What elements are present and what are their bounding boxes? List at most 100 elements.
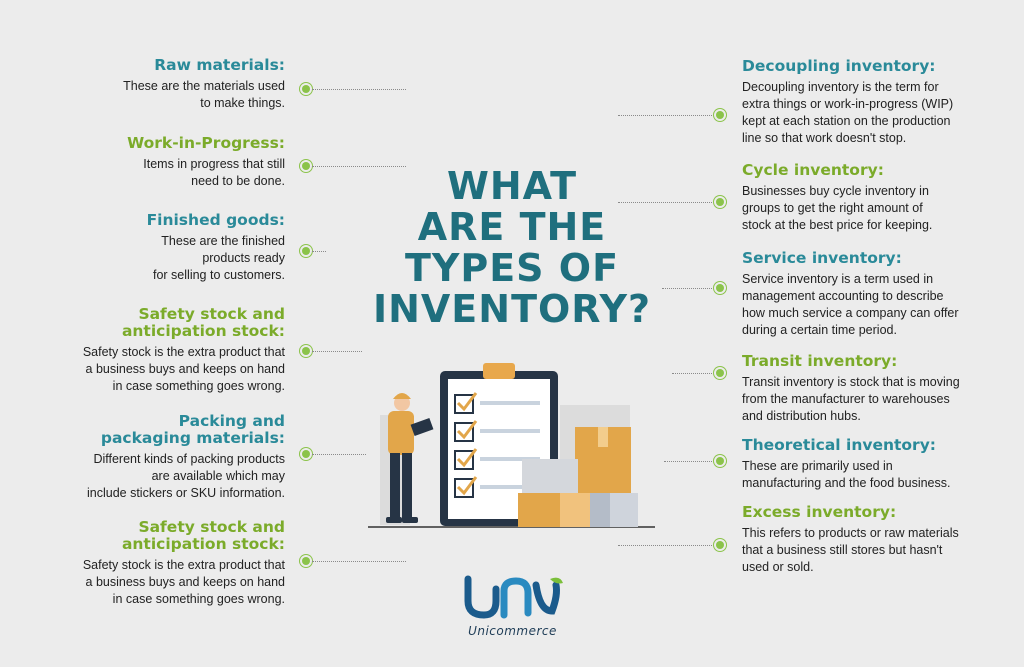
clipboard-checklist-worker-boxes-illustration (368, 363, 655, 528)
packaging-text-line: are available which may (151, 469, 285, 483)
unicommerce-logo-mark-icon (464, 575, 563, 619)
transit-text-line: and distribution hubs. (742, 409, 861, 423)
raw-materials-text-line: These are the materials used (123, 79, 285, 93)
packaging-text-line: include stickers or SKU information. (87, 486, 285, 500)
finished-goods-text-line: products ready (202, 251, 285, 265)
worker-cap (393, 393, 411, 399)
work-in-progress-text-line: Items in progress that still (143, 157, 285, 171)
safety-stock-heading-line: Safety stock and (138, 518, 285, 536)
raw-materials-text-line: to make things. (200, 96, 285, 110)
checkbox-icon (454, 422, 474, 442)
boxes-stack-icon (518, 427, 638, 527)
checkmark-icon (456, 476, 478, 496)
excess-inventory-block: Excess inventory: This refers to product… (742, 504, 1012, 576)
safety-stock-connector-2 (302, 557, 406, 565)
service-text-line: Service inventory is a term used in (742, 272, 934, 286)
work-in-progress-heading: Work-in-Progress: (127, 134, 285, 152)
transit-inventory-block: Transit inventory: Transit inventory is … (742, 353, 1012, 425)
service-inventory-heading: Service inventory: (742, 249, 902, 267)
title-line: TYPES OF (404, 246, 620, 290)
finished-goods-block: Finished goods: These are the finished p… (40, 212, 285, 284)
packaging-connector (302, 450, 366, 458)
checklist-line (480, 401, 540, 405)
safety-stock-text-line: Safety stock is the extra product that (82, 558, 285, 572)
main-title: WHAT ARE THE TYPES OF INVENTORY? (372, 166, 652, 330)
safety-stock-heading-line: anticipation stock: (121, 535, 285, 553)
worker-shirt (388, 411, 414, 455)
decoupling-text-line: Decoupling inventory is the term for (742, 80, 939, 94)
box-tape (598, 427, 608, 447)
raw-materials-heading: Raw materials: (154, 56, 285, 74)
safety-stock-text-line: in case something goes wrong. (112, 592, 285, 606)
safety-stock-text-line: in case something goes wrong. (112, 379, 285, 393)
safety-stock-heading-line: Safety stock and (138, 305, 285, 323)
checklist-rows (454, 392, 540, 498)
checkbox-icon (454, 478, 474, 498)
decoupling-text-line: extra things or work-in-progress (WIP) (742, 97, 954, 111)
service-inventory-block: Service inventory: Service inventory is … (742, 250, 1012, 339)
finished-goods-text-line: These are the finished (161, 234, 285, 248)
title-line: WHAT (446, 164, 578, 208)
theoretical-text-line: manufacturing and the food business. (742, 476, 951, 490)
finished-goods-text-line: for selling to customers. (153, 268, 285, 282)
worker-shoe (402, 517, 418, 523)
packaging-text-line: Different kinds of packing products (93, 452, 285, 466)
checkmark-icon (456, 392, 478, 412)
transit-inventory-heading: Transit inventory: (742, 352, 898, 370)
raw-materials-connector (302, 85, 406, 93)
transit-text-line: Transit inventory is stock that is movin… (742, 375, 960, 389)
safety-stock-block-1: Safety stock and anticipation stock: Saf… (40, 306, 285, 395)
cycle-connector (618, 198, 724, 206)
finished-goods-connector (302, 247, 326, 255)
excess-text-line: used or sold. (742, 560, 814, 574)
safety-stock-heading-line: anticipation stock: (121, 322, 285, 340)
clipboard-clip-icon (483, 363, 515, 379)
box-icon (522, 459, 578, 495)
cycle-text-line: groups to get the right amount of (742, 201, 923, 215)
decoupling-connector (618, 111, 724, 119)
transit-connector (672, 369, 724, 377)
decoupling-inventory-heading: Decoupling inventory: (742, 57, 936, 75)
decoupling-text-line: kept at each station on the production (742, 114, 951, 128)
excess-text-line: that a business still stores but hasn't (742, 543, 943, 557)
checkmark-icon (456, 420, 478, 440)
cycle-text-line: Businesses buy cycle inventory in (742, 184, 929, 198)
work-in-progress-connector (302, 162, 406, 170)
theoretical-inventory-heading: Theoretical inventory: (742, 436, 937, 454)
theoretical-connector (664, 457, 724, 465)
worker-tablet-icon (410, 417, 434, 437)
finished-goods-heading: Finished goods: (146, 211, 285, 229)
transit-text-line: from the manufacturer to warehouses (742, 392, 950, 406)
unicommerce-brand-name: Unicommerce (468, 624, 557, 638)
service-text-line: how much service a company can offer (742, 306, 959, 320)
worker-figure-icon (386, 393, 434, 523)
work-in-progress-block: Work-in-Progress: Items in progress that… (40, 135, 285, 190)
checklist-line (480, 485, 540, 489)
packaging-heading-line: packaging materials: (100, 429, 285, 447)
safety-stock-text-line: a business buys and keeps on hand (85, 575, 285, 589)
worker-shoe (386, 517, 402, 523)
service-connector (662, 284, 724, 292)
title-line: ARE THE (417, 205, 607, 249)
checkbox-icon (454, 394, 474, 414)
cycle-text-line: stock at the best price for keeping. (742, 218, 933, 232)
raw-materials-block: Raw materials: These are the materials u… (40, 57, 285, 112)
excess-inventory-heading: Excess inventory: (742, 503, 897, 521)
packaging-materials-block: Packing and packaging materials: Differe… (40, 413, 285, 502)
checkmark-icon (456, 448, 478, 468)
unicommerce-logo: Unicommerce (460, 575, 565, 638)
excess-connector (618, 541, 724, 549)
decoupling-text-line: line so that work doesn't stop. (742, 131, 907, 145)
box-icon (560, 493, 590, 527)
theoretical-inventory-block: Theoretical inventory: These are primari… (742, 437, 1012, 492)
worker-leg (402, 453, 412, 519)
decoupling-inventory-block: Decoupling inventory: Decoupling invento… (742, 58, 1012, 147)
checklist-line (480, 429, 540, 433)
excess-text-line: This refers to products or raw materials (742, 526, 959, 540)
service-text-line: during a certain time period. (742, 323, 897, 337)
cycle-inventory-heading: Cycle inventory: (742, 161, 884, 179)
packaging-heading-line: Packing and (178, 412, 285, 430)
box-icon (610, 493, 638, 527)
theoretical-text-line: These are primarily used in (742, 459, 893, 473)
checklist-line (480, 457, 540, 461)
